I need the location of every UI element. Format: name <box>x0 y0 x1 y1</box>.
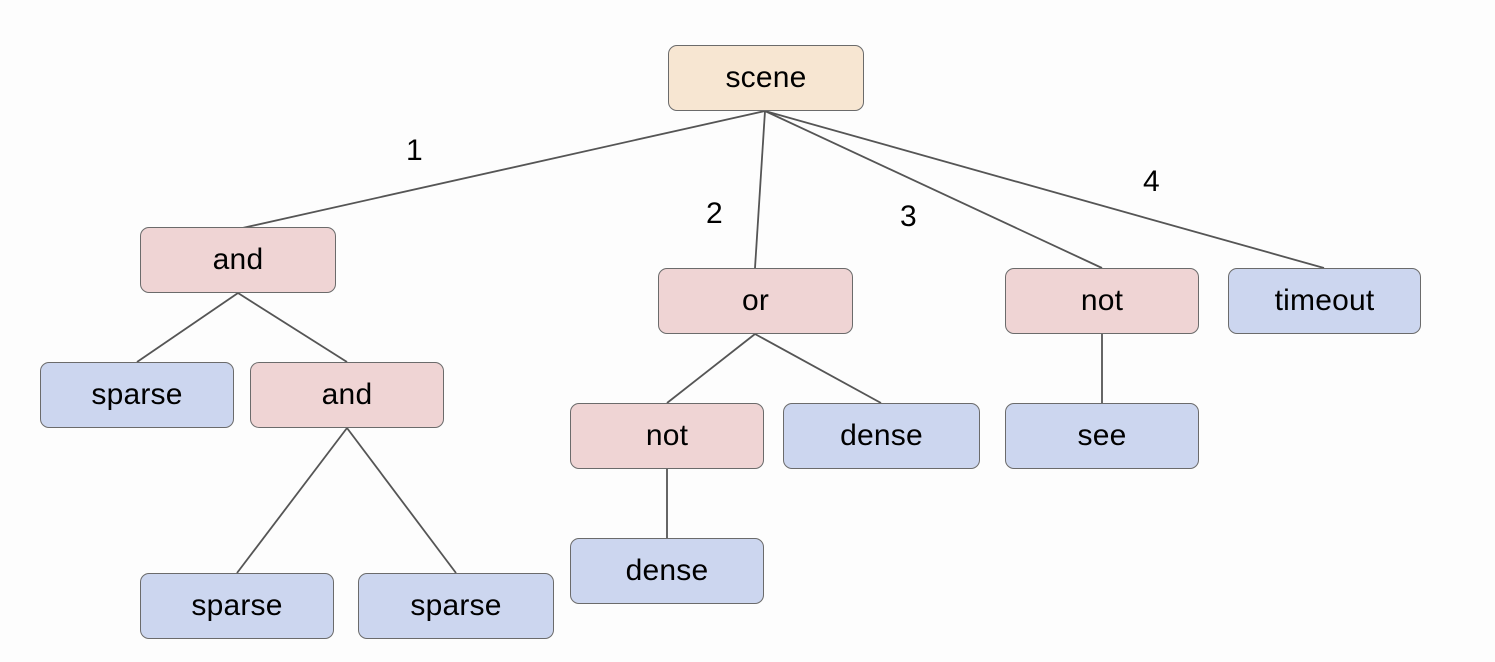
edge-label-4: 4 <box>1143 165 1160 198</box>
edge-label-2: 2 <box>706 197 723 230</box>
edge-label-1: 1 <box>406 134 423 167</box>
tree-node-not1[interactable]: not <box>1005 268 1199 334</box>
tree-node-sparse3[interactable]: sparse <box>358 573 554 639</box>
tree-edge-and1-to-sparse1 <box>136 292 239 363</box>
tree-edge-scene-to-and1 <box>237 110 766 230</box>
tree-node-and1[interactable]: and <box>140 227 336 293</box>
tree-node-dense2[interactable]: dense <box>570 538 764 604</box>
edge-label-3: 3 <box>900 200 917 233</box>
tree-edge-and1-to-and2 <box>237 292 348 363</box>
tree-node-scene[interactable]: scene <box>668 45 864 111</box>
tree-node-sparse2[interactable]: sparse <box>140 573 334 639</box>
tree-edge-or1-to-not2 <box>666 333 756 404</box>
tree-edge-scene-to-or1 <box>754 110 766 269</box>
tree-node-timeout1[interactable]: timeout <box>1228 268 1421 334</box>
tree-node-not2[interactable]: not <box>570 403 764 469</box>
tree-node-and2[interactable]: and <box>250 362 444 428</box>
tree-edge-scene-to-timeout1 <box>764 110 1325 269</box>
tree-edge-and2-to-sparse3 <box>346 427 457 574</box>
tree-edge-or1-to-dense1 <box>754 333 882 404</box>
tree-node-or1[interactable]: or <box>658 268 853 334</box>
tree-edge-and2-to-sparse2 <box>236 427 348 574</box>
tree-node-see1[interactable]: see <box>1005 403 1199 469</box>
tree-node-dense1[interactable]: dense <box>783 403 980 469</box>
tree-node-sparse1[interactable]: sparse <box>40 362 234 428</box>
tree-edge-scene-to-not1 <box>764 110 1103 269</box>
